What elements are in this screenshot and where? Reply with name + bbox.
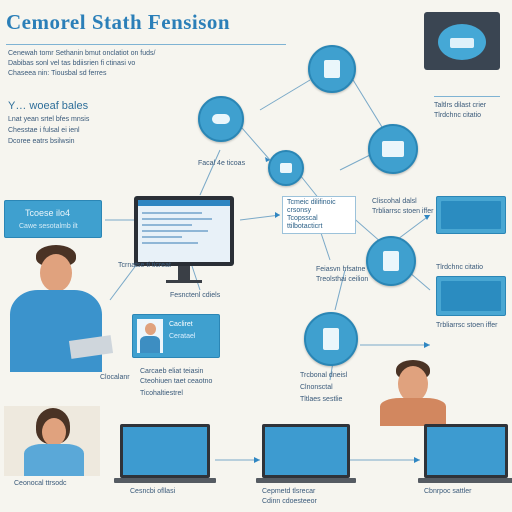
monitor-caption: Fesnctenl cdiels — [170, 292, 221, 299]
monitor-base — [166, 280, 202, 283]
woman-on-phone — [4, 406, 100, 476]
center-info-box: Tcmeic dilifinoic crsonsy Tcopsscal ttil… — [282, 196, 356, 234]
profile-photo — [137, 319, 163, 353]
right-card-1 — [436, 196, 506, 234]
intro-line-2: Dabibas sonl vel tas bdiisrien fi ctinas… — [8, 60, 136, 67]
bottom-caption-4: Cbnrpoc sattler — [424, 488, 472, 495]
node-document — [308, 45, 356, 93]
profile-note-2: Cteohiuen taet ceaotno — [140, 378, 213, 385]
mid-low-label-1: Feiasvn hfsatne — [316, 266, 366, 273]
page-title: Cemorel Stath Fensison — [6, 10, 231, 34]
monitor-screen — [138, 200, 230, 262]
node-phone — [304, 312, 358, 366]
left-card-title: Tcoese ilo4 — [25, 208, 71, 218]
laptop-2 — [256, 424, 356, 483]
screen-icon — [382, 141, 404, 157]
profile-sub: Ceratael — [169, 333, 196, 340]
node-tablet — [366, 236, 416, 286]
node-cloud — [198, 96, 244, 142]
title-rule — [6, 44, 286, 45]
left-mid-label: Tcrnatse ti ticreat — [118, 262, 171, 269]
mid-label: Facal 4e ticoas — [198, 160, 246, 167]
right-rule-1 — [434, 96, 500, 97]
right-card-1-caption: Tlrdchnc citatio — [436, 264, 484, 271]
intro-line-1: Cenewah tomr Sethanin bmut onclatiot on … — [8, 50, 156, 57]
laptop-3 — [418, 424, 512, 483]
bottom-caption-1: Cesncbi ofllasi — [130, 488, 176, 495]
monitor-stand — [178, 266, 190, 280]
right-label-3: Cliscohal dalsl — [372, 198, 417, 205]
profile-card: Cacliret Ceratael — [132, 314, 220, 358]
bottom-left-caption: Ceonocal ttrsodc — [14, 480, 67, 487]
node-chat — [268, 150, 304, 186]
tablet-icon — [383, 251, 399, 271]
right-card-2-caption: Trbliarrsc stoen iffer — [436, 322, 498, 329]
bullet-3: Dcoree eatrs bsilwsin — [8, 138, 75, 145]
profile-note-3: Ticohaltiestrel — [140, 390, 183, 397]
profile-title: Cacliret — [169, 321, 193, 328]
bullet-1: Lnat yean srtel bfes mnsis — [8, 116, 90, 123]
center-box-line-1: Tcmeic dilifinoic crsonsy — [287, 199, 336, 214]
left-card: Tcoese ilo4 Cawe sesotalmb ilt — [4, 200, 102, 238]
bottom-caption-3: Cdinn cdoesteeor — [262, 498, 317, 505]
node-screen — [368, 124, 418, 174]
left-card-text: Cawe sesotalmb ilt — [19, 223, 78, 230]
mid-low-label-2: Treolsthai ceilion — [316, 276, 369, 283]
right-label-5: Trcbonal dneisl — [300, 372, 348, 379]
right-label-7: Tltlaes sestlie — [300, 396, 343, 403]
cloud-small-icon — [212, 114, 230, 124]
desktop-monitor — [134, 196, 234, 266]
document-icon — [324, 60, 340, 78]
bullet-2: Chesstae i fulsal ei ienl — [8, 127, 80, 134]
right-label-2: Tlrdchnc citatio — [434, 112, 482, 119]
person-caption: Clocalanr — [100, 374, 130, 381]
intro-line-3: Chaseea nin: Tiousbal sd ferres — [8, 70, 107, 77]
cloud-device-graphic — [424, 12, 500, 70]
section-subtitle: Y… woeaf bales — [8, 100, 89, 112]
laptop-1 — [114, 424, 216, 483]
bottom-caption-2: Cepmetd tlsrecar — [262, 488, 316, 495]
profile-note-1: Carcaeb eliat teiasin — [140, 368, 204, 375]
right-label-4: Trbliarrsc stoen iffer — [372, 208, 434, 215]
chat-icon — [280, 163, 292, 173]
right-card-2 — [436, 276, 506, 316]
device-chip-icon — [450, 38, 474, 48]
phone-icon — [323, 328, 339, 350]
right-label-1: Taltlrs dilast crier — [434, 102, 487, 109]
center-box-line-2: Tcopsscal ttilbotacticrt — [287, 215, 323, 230]
right-label-6: Clnonsctal — [300, 384, 333, 391]
